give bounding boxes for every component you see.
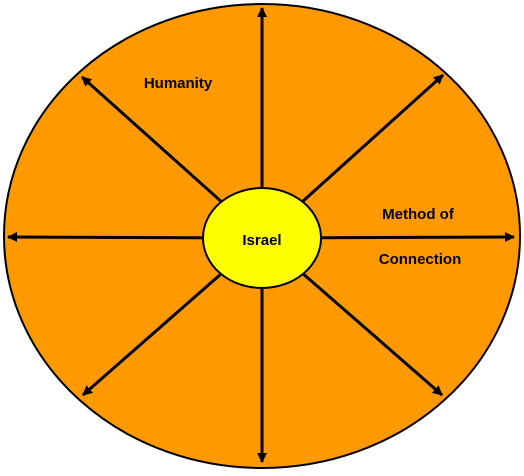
israel-label: Israel [242,232,281,249]
humanity-label: Humanity [144,75,213,92]
connection-label: Connection [379,251,462,268]
method-of-label: Method of [382,206,455,223]
israel-center-circle [202,187,322,289]
